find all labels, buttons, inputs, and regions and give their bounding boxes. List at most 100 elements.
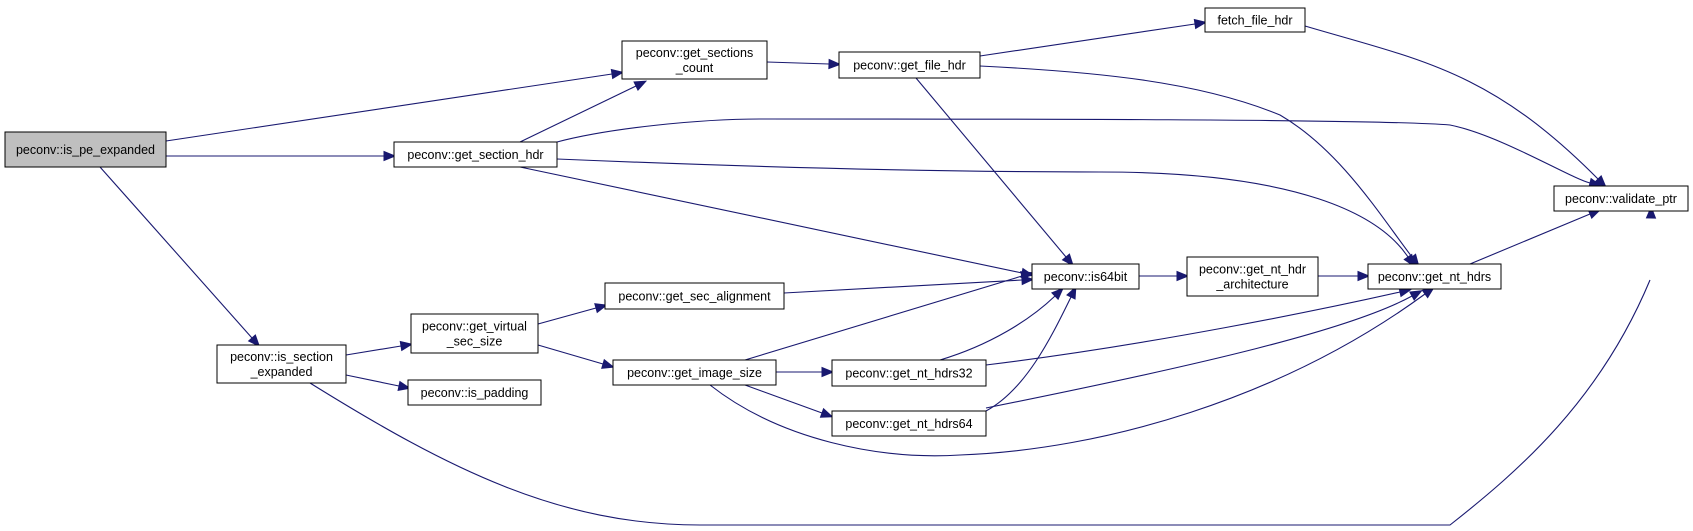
edge-get-nt-hdrs32-to-is64bit: [939, 287, 1064, 361]
node-label: _architecture: [1215, 277, 1288, 291]
node-label: peconv::is_pe_expanded: [16, 143, 155, 157]
edge-arrowhead: [601, 358, 615, 369]
node-box: [621, 40, 768, 80]
node-get-section-hdr[interactable]: peconv::get_section_hdr: [393, 141, 558, 168]
edge-get-image-size-to-is64bit: [744, 271, 1034, 361]
node-box: [1367, 263, 1502, 290]
edge-get-nt-hdr-architecture-to-get-nt-hdrs: [1318, 270, 1371, 282]
node-get-image-size[interactable]: peconv::get_image_size: [612, 359, 777, 386]
edge-fetch-file-hdr-to-validate-ptr: [1304, 25, 1607, 188]
node-box: [831, 359, 987, 387]
node-box: [4, 131, 167, 168]
edge-is-section-expanded-to-validate-ptr: [309, 205, 1657, 526]
edge-get-nt-hdrs64-to-get-nt-hdrs: [985, 290, 1423, 409]
edge-arrowhead: [383, 150, 397, 162]
node-get-nt-hdrs32[interactable]: peconv::get_nt_hdrs32: [831, 359, 987, 387]
node-validate-ptr[interactable]: peconv::validate_ptr: [1553, 185, 1689, 212]
node-box: [393, 141, 558, 168]
edge-arrowhead: [1051, 287, 1064, 301]
edge-arrowhead: [819, 407, 834, 418]
edge-get-section-hdr-to-is64bit: [519, 166, 1035, 279]
node-box: [838, 51, 981, 79]
node-label: peconv::get_sec_alignment: [618, 289, 771, 303]
node-label: peconv::get_sections: [636, 46, 753, 60]
edge-arrowhead: [1407, 253, 1420, 267]
edge-line: [519, 166, 1023, 274]
node-is-section-expanded[interactable]: peconv::is_section_expanded: [216, 344, 347, 384]
edge-line: [556, 158, 1409, 258]
edge-arrowhead: [1593, 174, 1607, 188]
edge-get-section-hdr-to-get-sections-count: [519, 80, 648, 143]
node-label: peconv::is_section: [230, 350, 333, 364]
node-label: peconv::get_nt_hdrs32: [845, 366, 972, 380]
edge-line: [979, 65, 1413, 258]
edge-get-image-size-to-get-nt-hdrs32: [776, 366, 835, 378]
node-label: _sec_size: [446, 334, 503, 348]
edge-line: [985, 291, 1401, 366]
edge-is64bit-to-get-nt-hdr-architecture: [1139, 270, 1190, 282]
edge-arrowhead: [1357, 270, 1371, 282]
edge-arrowhead: [1066, 285, 1077, 300]
edge-line: [537, 307, 597, 325]
node-box: [831, 410, 987, 437]
edge-line: [744, 384, 823, 414]
node-label: peconv::is_padding: [421, 386, 529, 400]
node-is-padding[interactable]: peconv::is_padding: [407, 379, 542, 406]
node-is-pe-expanded[interactable]: peconv::is_pe_expanded: [4, 131, 167, 168]
node-label: peconv::get_nt_hdrs: [1378, 270, 1491, 284]
edge-get-virtual-sec-size-to-get-sec-alignment: [537, 303, 608, 325]
node-label: peconv::get_image_size: [627, 366, 762, 380]
node-label: peconv::validate_ptr: [1565, 192, 1677, 206]
edge-line: [744, 275, 1023, 361]
node-get-nt-hdrs64[interactable]: peconv::get_nt_hdrs64: [831, 410, 987, 437]
node-get-sections-count[interactable]: peconv::get_sections_count: [621, 40, 768, 80]
node-label: peconv::get_nt_hdrs64: [845, 417, 972, 431]
node-box: [1553, 185, 1689, 212]
edge-get-image-size-to-get-nt-hdrs64: [744, 384, 834, 418]
node-get-sec-alignment[interactable]: peconv::get_sec_alignment: [604, 282, 785, 310]
node-label: fetch_file_hdr: [1217, 13, 1292, 27]
edge-arrowhead: [1019, 271, 1034, 282]
edge-arrowhead: [633, 80, 648, 91]
node-label: _expanded: [250, 365, 313, 379]
node-fetch-file-hdr[interactable]: fetch_file_hdr: [1204, 7, 1306, 33]
edge-line: [309, 279, 1651, 526]
edge-get-sections-count-to-get-file-hdr: [766, 58, 842, 70]
edge-arrowhead: [610, 68, 625, 80]
node-get-nt-hdr-architecture[interactable]: peconv::get_nt_hdr_architecture: [1186, 256, 1319, 297]
edge-line: [345, 374, 400, 387]
edge-get-section-hdr-to-get-nt-hdrs: [556, 158, 1415, 268]
edge-arrowhead: [397, 380, 412, 392]
edges-layer: [99, 18, 1657, 526]
edge-line: [783, 279, 1023, 294]
edge-line: [939, 295, 1056, 361]
node-box: [612, 359, 777, 386]
node-get-nt-hdrs[interactable]: peconv::get_nt_hdrs: [1367, 263, 1502, 290]
node-label: peconv::get_section_hdr: [407, 148, 543, 162]
edge-line: [915, 77, 1067, 258]
edge-line: [99, 166, 253, 339]
node-box: [407, 379, 542, 406]
edge-is-section-expanded-to-is-padding: [345, 374, 412, 392]
edge-arrowhead: [399, 340, 414, 352]
edge-line: [537, 344, 604, 365]
node-box: [410, 313, 539, 354]
edge-get-section-hdr-to-validate-ptr: [556, 118, 1602, 188]
node-get-file-hdr[interactable]: peconv::get_file_hdr: [838, 51, 981, 79]
edge-line: [1469, 213, 1591, 265]
edge-arrowhead: [594, 303, 608, 314]
nodes-layer: peconv::is_pe_expanded peconv::get_sectio…: [4, 7, 1689, 437]
edge-is-pe-expanded-to-get-sections-count: [165, 68, 625, 142]
edge-line: [709, 293, 1426, 457]
node-is64bit[interactable]: peconv::is64bit: [1031, 263, 1140, 290]
node-box: [1204, 7, 1306, 33]
node-get-virtual-sec-size[interactable]: peconv::get_virtual_sec_size: [410, 313, 539, 354]
edge-line: [985, 295, 1413, 409]
edge-get-nt-hdrs64-to-is64bit: [985, 285, 1077, 412]
edge-is-pe-expanded-to-is-section-expanded: [99, 166, 261, 348]
edge-is-section-expanded-to-get-virtual-sec-size: [345, 340, 414, 356]
edge-line: [979, 23, 1196, 57]
edge-arrowhead: [1061, 253, 1074, 267]
node-label: peconv::get_nt_hdr: [1199, 262, 1306, 276]
edge-get-nt-hdrs32-to-get-nt-hdrs: [985, 286, 1413, 366]
